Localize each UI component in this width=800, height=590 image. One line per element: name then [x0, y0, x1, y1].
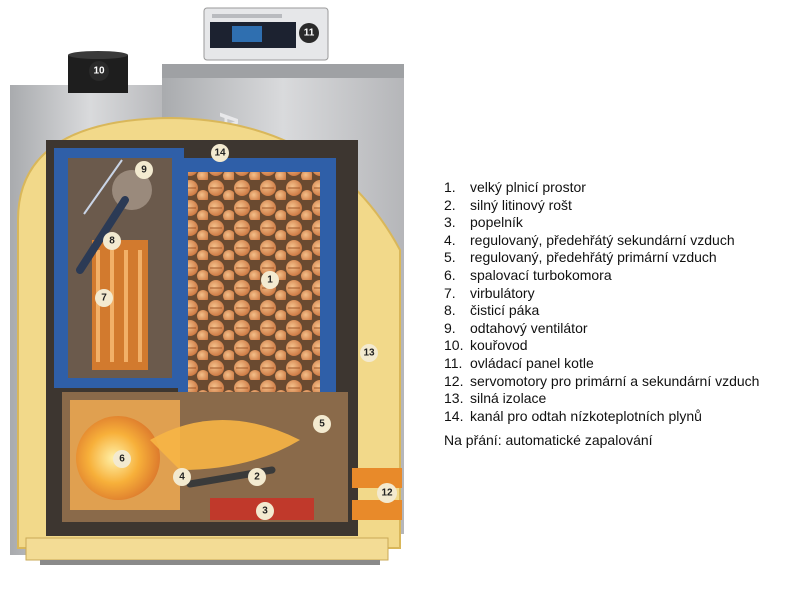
svg-text:9: 9: [141, 165, 147, 176]
legend-number: 8.: [444, 302, 456, 319]
legend-item: 12. servomotory pro primární a sekundární…: [444, 373, 759, 391]
legend-text: silná izolace: [470, 390, 547, 407]
callout-12: 12: [377, 483, 397, 503]
legend-number: 13.: [444, 390, 464, 407]
legend-item: 3. popelník: [444, 214, 759, 232]
legend-number: 10.: [444, 337, 464, 354]
legend-text: velký plnicí prostor: [470, 179, 586, 195]
servomotors: [352, 468, 402, 520]
legend-number: 12.: [444, 372, 464, 389]
legend-text: čisticí páka: [470, 302, 540, 319]
callout-8: 8: [103, 232, 121, 250]
legend-number: 2.: [444, 196, 456, 213]
svg-text:7: 7: [101, 293, 107, 304]
callout-4: 4: [173, 468, 191, 486]
boiler-cutaway-diagram: ATIC: [10, 7, 404, 565]
legend-text: ovládací panel kotle: [470, 354, 594, 371]
left-heat-exchanger: [54, 148, 184, 388]
legend-text: kanál pro odtah nízkoteplotních plynů: [470, 407, 702, 424]
callout-6: 6: [113, 450, 131, 468]
legend-number: 1.: [444, 179, 456, 195]
callout-9: 9: [135, 161, 153, 179]
control-panel: [203, 7, 329, 61]
legend-item: 11. ovládací panel kotle: [444, 355, 759, 373]
svg-text:13: 13: [363, 348, 375, 359]
callout-2: 2: [248, 468, 266, 486]
legend-text: spalovací turbokomora: [470, 266, 612, 283]
svg-text:2: 2: [254, 472, 260, 483]
callout-14: 14: [211, 144, 229, 162]
legend-item: 14. kanál pro odtah nízkoteplotních plynů: [444, 408, 759, 426]
legend-item: 10. kouřovod: [444, 337, 759, 355]
legend-number: 6.: [444, 266, 456, 283]
combustion-area: [62, 392, 348, 522]
callout-group: 1 2 3 4 5 6 7 8 9 10 11 12 13 14: [89, 23, 397, 520]
boiler-base: [25, 537, 389, 565]
legend-item: 6. spalovací turbokomora: [444, 267, 759, 285]
legend-text: kouřovod: [470, 337, 528, 354]
optional-feature-note: Na přání: automatické zapalování: [444, 432, 653, 448]
legend-number: 11.: [444, 354, 463, 371]
legend-item: 1. velký plnicí prostor: [444, 179, 759, 197]
legend-text: odtahový ventilátor: [470, 319, 588, 336]
legend-item: 8. čisticí páka: [444, 302, 759, 320]
legend-number: 9.: [444, 319, 456, 336]
legend-text: servomotory pro primární a sekundární vz…: [470, 372, 760, 389]
svg-text:4: 4: [179, 472, 185, 483]
callout-3: 3: [256, 502, 274, 520]
legend-number: 5.: [444, 249, 456, 266]
svg-text:1: 1: [267, 275, 273, 286]
legend-text: regulovaný, předehřátý sekundární vzduch: [470, 231, 735, 248]
legend-text: virbulátory: [470, 284, 535, 301]
callout-11: 11: [299, 23, 319, 43]
legend-text: silný litinový rošt: [470, 196, 572, 213]
svg-text:12: 12: [381, 488, 393, 499]
callout-1: 1: [261, 271, 279, 289]
fuel-chamber: [178, 158, 336, 398]
legend-number: 7.: [444, 284, 456, 301]
legend-item: 4. regulovaný, předehřátý sekundární vzdu…: [444, 232, 759, 250]
svg-text:11: 11: [304, 28, 315, 39]
callout-7: 7: [95, 289, 113, 307]
svg-text:14: 14: [214, 148, 226, 159]
legend-list: 1. velký plnicí prostor 2. silný litinový …: [444, 179, 759, 425]
svg-text:8: 8: [109, 236, 115, 247]
callout-10: 10: [89, 61, 109, 81]
legend-item: 13. silná izolace: [444, 390, 759, 408]
legend-text: popelník: [470, 214, 523, 231]
svg-text:5: 5: [319, 419, 325, 430]
legend-number: 4.: [444, 231, 456, 248]
legend-text: regulovaný, předehřátý primární vzduch: [470, 249, 717, 266]
legend-item: 7. virbulátory: [444, 285, 759, 303]
legend-number: 14.: [444, 407, 464, 424]
svg-text:3: 3: [262, 506, 268, 517]
svg-text:10: 10: [93, 66, 105, 77]
cleaning-lever: [76, 196, 129, 274]
callout-13: 13: [360, 344, 378, 362]
legend-number: 3.: [444, 214, 456, 231]
legend-item: 9. odtahový ventilátor: [444, 320, 759, 338]
legend-item: 2. silný litinový rošt: [444, 197, 759, 215]
legend-item: 5. regulovaný, předehřátý primární vzduch: [444, 249, 759, 267]
callout-5: 5: [313, 415, 331, 433]
svg-text:6: 6: [119, 454, 125, 465]
